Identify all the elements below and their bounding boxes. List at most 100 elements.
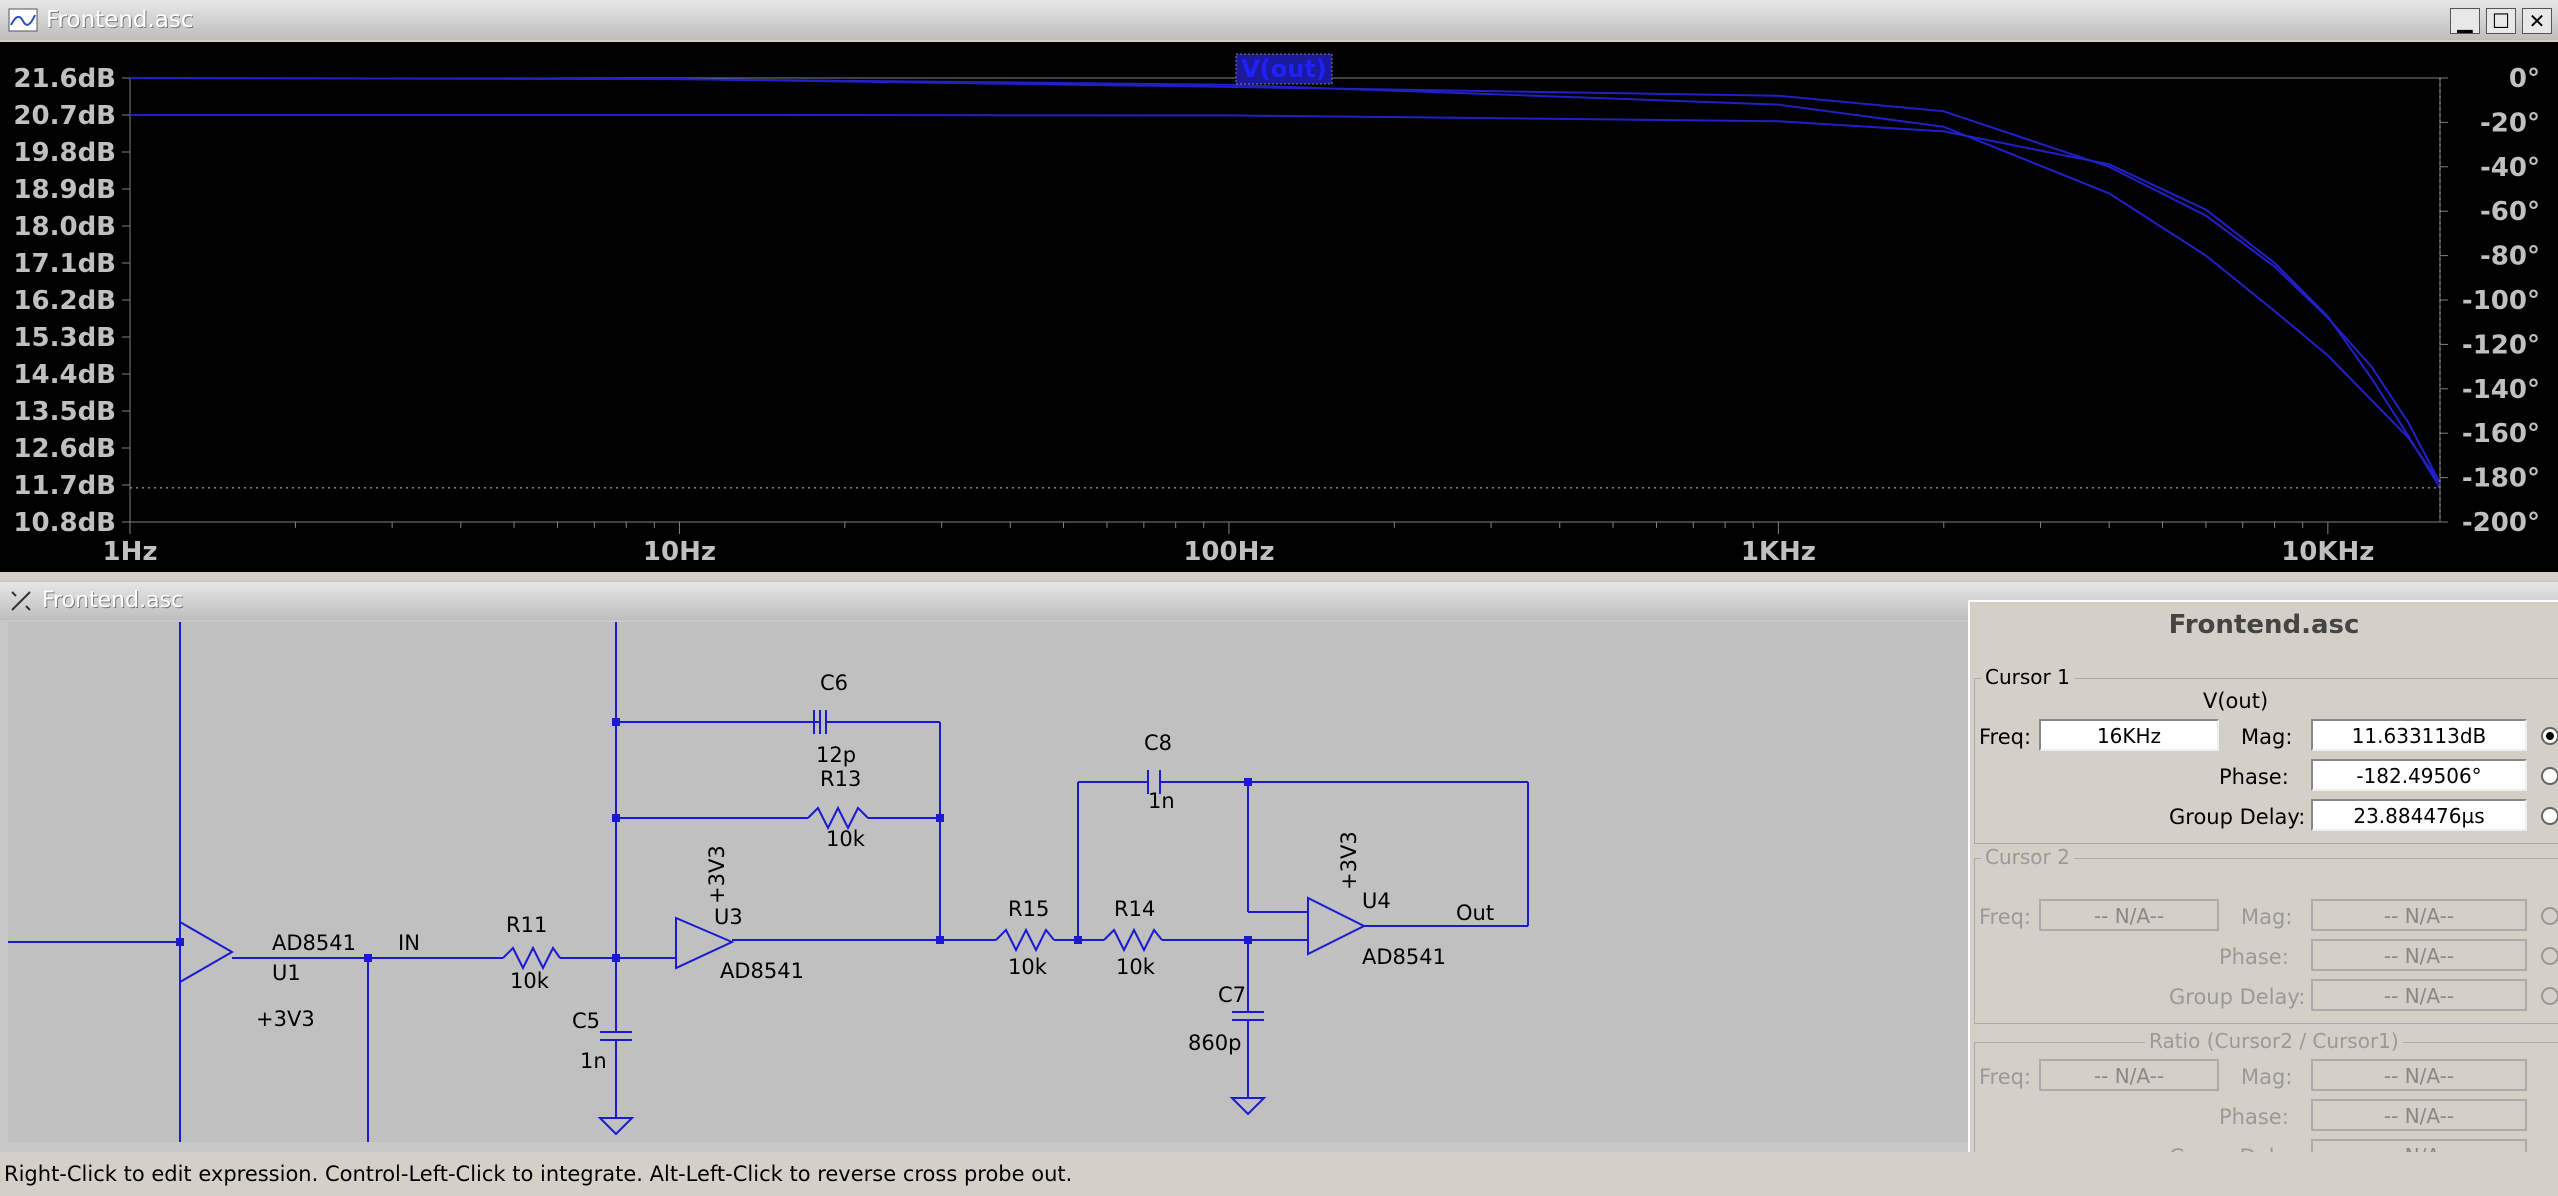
trace-label[interactable]: V(out)	[1241, 55, 1327, 83]
cursor1-freq-field[interactable]: 16KHz	[2039, 719, 2219, 751]
cursor1-gd-label: Group Delay:	[2169, 805, 2306, 829]
y-right-tick-label: -20°	[2480, 108, 2540, 138]
u4-part-label: AD8541	[1362, 945, 1446, 969]
u3-power-label: +3V3	[705, 845, 729, 904]
cursor1-trace: V(out)	[2203, 689, 2269, 713]
plot-window: Frontend.asc ▁ ☐ ✕ 21.6dB 20.7dB 19.8dB 18.…	[0, 0, 2558, 580]
cursor2-mag-radio	[2541, 907, 2558, 925]
net-label-in: IN	[398, 931, 420, 955]
schematic-window-title: Frontend.asc	[42, 588, 184, 613]
cursor1-gd-radio[interactable]	[2541, 807, 2558, 825]
schematic-icon	[11, 591, 31, 611]
cursor1-freq-label: Freq:	[1979, 725, 2032, 749]
plot-frame	[129, 77, 2441, 523]
maximize-button[interactable]: ☐	[2486, 8, 2516, 34]
y-left-tick-label: 18.0dB	[13, 212, 116, 242]
y-left-tick-label: 20.7dB	[13, 101, 116, 131]
y-left-tick-label: 21.6dB	[13, 64, 116, 94]
cursor1-phase-label: Phase:	[2219, 765, 2289, 789]
r14-value: 10k	[1116, 955, 1156, 979]
c5-value: 1n	[580, 1049, 607, 1073]
y-left-tick-label: 17.1dB	[13, 249, 116, 279]
cursor2-label: Cursor 2	[1981, 845, 2074, 869]
cursor1-mag-field[interactable]: 11.633113dB	[2311, 719, 2527, 751]
y-left-tick-label: 15.3dB	[13, 323, 116, 353]
c7-label: C7	[1218, 983, 1246, 1007]
u4-power-label: +3V3	[1337, 831, 1361, 890]
y-left-tick-label: 10.8dB	[13, 508, 116, 538]
x-tick-label: 1Hz	[103, 537, 158, 567]
close-button[interactable]: ✕	[2522, 8, 2552, 34]
cursor1-gd-field[interactable]: 23.884476µs	[2311, 799, 2527, 831]
y-right-tick-label: -80°	[2480, 242, 2540, 272]
schematic-svg[interactable]: AD8541 U1 +3V3 IN R11 10k C5 1n U3 AD854…	[8, 622, 1968, 1142]
cursor2-phase-label: Phase:	[2219, 945, 2289, 969]
cursor1-phase-field[interactable]: -182.49506°	[2311, 759, 2527, 791]
u4-label: U4	[1362, 889, 1391, 913]
y-right-tick-label: -160°	[2462, 419, 2540, 449]
phase-trace-1	[129, 77, 2441, 484]
y-right-tick-label: 0°	[2509, 64, 2540, 94]
magnitude-trace	[130, 114, 2441, 489]
r14-label: R14	[1114, 897, 1155, 921]
x-tick-label: 100Hz	[1183, 537, 1274, 567]
x-tick-label: 10Hz	[643, 537, 716, 567]
y-right-tick-label: -200°	[2462, 508, 2540, 538]
y-right-tick-label: -100°	[2462, 286, 2540, 316]
ratio-freq-label: Freq:	[1979, 1065, 2032, 1089]
c6-label: C6	[820, 671, 848, 695]
phase-trace-2	[129, 77, 2441, 484]
cursor1-label: Cursor 1	[1981, 665, 2074, 689]
u3-part-label: AD8541	[720, 959, 804, 983]
r11-label: R11	[506, 913, 547, 937]
trace-label-box	[1235, 53, 1333, 85]
wire-junctions	[176, 718, 1252, 962]
u1-part-label: AD8541	[272, 931, 356, 955]
net-label-out: Out	[1456, 901, 1494, 925]
cursor-dialog-title: Frontend.asc	[2168, 610, 2360, 640]
y-right-tick-label: -60°	[2480, 197, 2540, 227]
u1-label: U1	[272, 961, 301, 985]
r11-value: 10k	[510, 969, 550, 993]
x-tick-label: 10KHz	[2281, 537, 2374, 567]
r13-label: R13	[820, 767, 861, 791]
cursor-dialog: Frontend.asc Cursor 1 V(out) Freq: 16KHz…	[1968, 600, 2558, 1180]
cursor2-mag-field: -- N/A--	[2311, 899, 2527, 931]
cursor1-phase-radio[interactable]	[2541, 767, 2558, 785]
y-right-tick-label: -40°	[2480, 153, 2540, 183]
waveform-icon	[8, 8, 38, 32]
ratio-mag-field: -- N/A--	[2311, 1059, 2527, 1091]
y-left-tick-label: 14.4dB	[13, 360, 116, 390]
y-right-tick-label: -140°	[2462, 375, 2540, 405]
c8-label: C8	[1144, 731, 1172, 755]
ratio-label: Ratio (Cursor2 / Cursor1)	[2145, 1029, 2403, 1053]
cursor2-freq-field: -- N/A--	[2039, 899, 2219, 931]
c5-label: C5	[572, 1009, 600, 1033]
y-left-tick-label: 19.8dB	[13, 138, 116, 168]
schematic-canvas[interactable]: AD8541 U1 +3V3 IN R11 10k C5 1n U3 AD854…	[8, 622, 1968, 1142]
cursor1-mag-radio[interactable]	[2541, 727, 2558, 745]
cursor2-gd-field: -- N/A--	[2311, 979, 2527, 1011]
minimize-button[interactable]: ▁	[2450, 8, 2480, 34]
r15-label: R15	[1008, 897, 1049, 921]
y-right-tick-label: -120°	[2462, 330, 2540, 360]
y-left-tick-label: 12.6dB	[13, 434, 116, 464]
cursor2-phase-field: -- N/A--	[2311, 939, 2527, 971]
r15-value: 10k	[1008, 955, 1048, 979]
u3-label: U3	[714, 905, 743, 929]
plot-window-title: Frontend.asc	[46, 7, 194, 33]
cursor2-freq-label: Freq:	[1979, 905, 2032, 929]
cursor2-group: Cursor 2 Freq: -- N/A-- Mag: -- N/A-- Ph…	[1974, 845, 2558, 1024]
cursor2-mag-label: Mag:	[2241, 905, 2293, 929]
plot-svg[interactable]: 21.6dB20.7dB19.8dB18.9dB18.0dB17.1dB16.2…	[0, 42, 2558, 572]
y-left-tick-label: 11.7dB	[13, 471, 116, 501]
cursor1-mag-label: Mag:	[2241, 725, 2293, 749]
x-tick-label: 1KHz	[1741, 537, 1816, 567]
ratio-phase-field: -- N/A--	[2311, 1099, 2527, 1131]
plot-window-titlebar[interactable]: Frontend.asc ▁ ☐ ✕	[0, 0, 2558, 40]
u1-power-label: +3V3	[256, 1007, 315, 1031]
ratio-mag-label: Mag:	[2241, 1065, 2293, 1089]
c8-value: 1n	[1148, 789, 1175, 813]
y-left-tick-label: 13.5dB	[13, 397, 116, 427]
